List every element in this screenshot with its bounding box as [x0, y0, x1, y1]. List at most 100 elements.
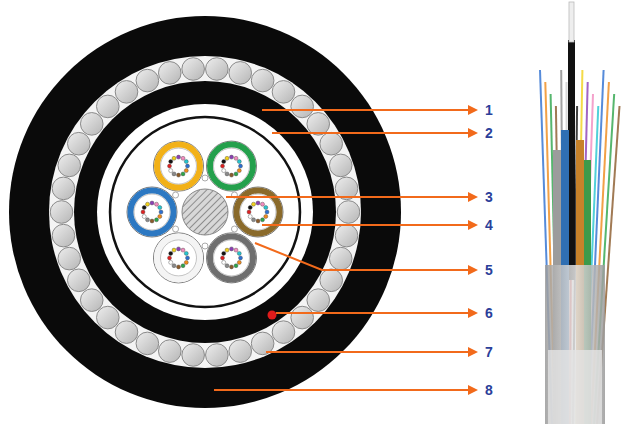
fiber	[239, 256, 243, 260]
filler	[173, 226, 179, 232]
armor-wire	[320, 269, 343, 292]
armor-wire	[329, 154, 352, 177]
fiber	[169, 251, 173, 255]
armor-wire	[329, 247, 352, 270]
fiber	[221, 164, 225, 168]
armor-wire	[136, 332, 159, 355]
fiber	[225, 264, 229, 268]
fiber	[225, 172, 229, 176]
fiber	[177, 265, 181, 269]
leader-lines	[214, 110, 470, 390]
fiber	[169, 260, 173, 264]
armor-wire	[80, 113, 103, 136]
armor-wires	[50, 58, 360, 367]
armor-wire	[136, 69, 159, 92]
fiber	[247, 210, 251, 214]
fiber	[256, 201, 260, 205]
tube-outline	[154, 233, 204, 283]
fiber	[261, 218, 265, 222]
tube-outline	[127, 187, 177, 237]
tube-gel	[214, 148, 250, 184]
fiber	[252, 202, 256, 206]
armor-wire	[307, 289, 330, 312]
fiber	[158, 206, 162, 210]
fiber	[225, 156, 229, 160]
tube-gel	[161, 148, 197, 184]
armor-wire	[67, 269, 90, 292]
armor-wire	[97, 95, 120, 118]
fiber	[230, 265, 234, 269]
armor-wire	[158, 340, 181, 363]
fiber	[256, 219, 260, 223]
fiber	[150, 201, 154, 205]
fiber	[155, 202, 159, 206]
fiber	[159, 210, 163, 214]
armor-wire	[182, 58, 205, 81]
filler	[173, 192, 179, 198]
tube-outline	[154, 141, 204, 191]
tube-outline	[233, 187, 283, 237]
armor-wire	[115, 321, 138, 344]
fiber	[234, 264, 238, 268]
fiber	[158, 215, 162, 219]
loose-tube	[157, 145, 200, 188]
fiber	[181, 156, 185, 160]
fiber	[169, 160, 173, 164]
armor-wire	[52, 177, 75, 200]
filler	[202, 243, 208, 249]
armor-wire	[229, 62, 252, 85]
fiber	[222, 251, 226, 255]
fiber	[177, 173, 181, 177]
armor-wire	[58, 247, 81, 270]
fiber	[230, 173, 234, 177]
fiber	[234, 156, 238, 160]
fiber	[142, 215, 146, 219]
armor-wire	[52, 224, 75, 247]
fiber	[184, 260, 188, 264]
fiber	[172, 248, 176, 252]
fiber	[264, 206, 268, 210]
armor-wire	[291, 306, 314, 329]
fiber	[141, 210, 145, 214]
armor-wire	[229, 340, 252, 363]
fiber	[237, 169, 241, 173]
armor-wire	[335, 224, 358, 247]
fiber	[184, 169, 188, 173]
fiber	[234, 172, 238, 176]
fiber	[146, 218, 150, 222]
fiber	[172, 172, 176, 176]
tube-gel	[161, 240, 197, 276]
armor-wire	[97, 306, 120, 329]
fiber	[265, 210, 269, 214]
callout-number: 8	[485, 382, 493, 398]
callout-number: 6	[485, 305, 493, 321]
armor-wire	[272, 321, 295, 344]
tube-gel	[134, 194, 170, 230]
fiber	[252, 218, 256, 222]
tube-outline	[207, 141, 257, 191]
armor-wire	[206, 344, 229, 367]
armor-wire	[272, 81, 295, 104]
armor-wire	[251, 69, 274, 92]
callout-number: 1	[485, 102, 493, 118]
tube-outline	[207, 233, 257, 283]
fiber	[150, 219, 154, 223]
central-strength-member	[182, 189, 228, 235]
arrowheads	[468, 105, 478, 395]
tube-gel	[214, 240, 250, 276]
fiber	[177, 247, 181, 251]
fiber	[234, 248, 238, 252]
inner-sheath	[74, 81, 336, 343]
loose-tubes	[127, 141, 283, 283]
fiber	[237, 260, 241, 264]
water-blocking-tape	[97, 104, 313, 320]
ripcord	[268, 311, 277, 320]
fiber	[230, 155, 234, 159]
fiber	[186, 256, 190, 260]
armor-wire	[158, 62, 181, 85]
fiber	[221, 256, 225, 260]
armor-wire	[307, 113, 330, 136]
fiber	[142, 206, 146, 210]
armor-wire	[291, 95, 314, 118]
armor-wire	[50, 201, 73, 224]
